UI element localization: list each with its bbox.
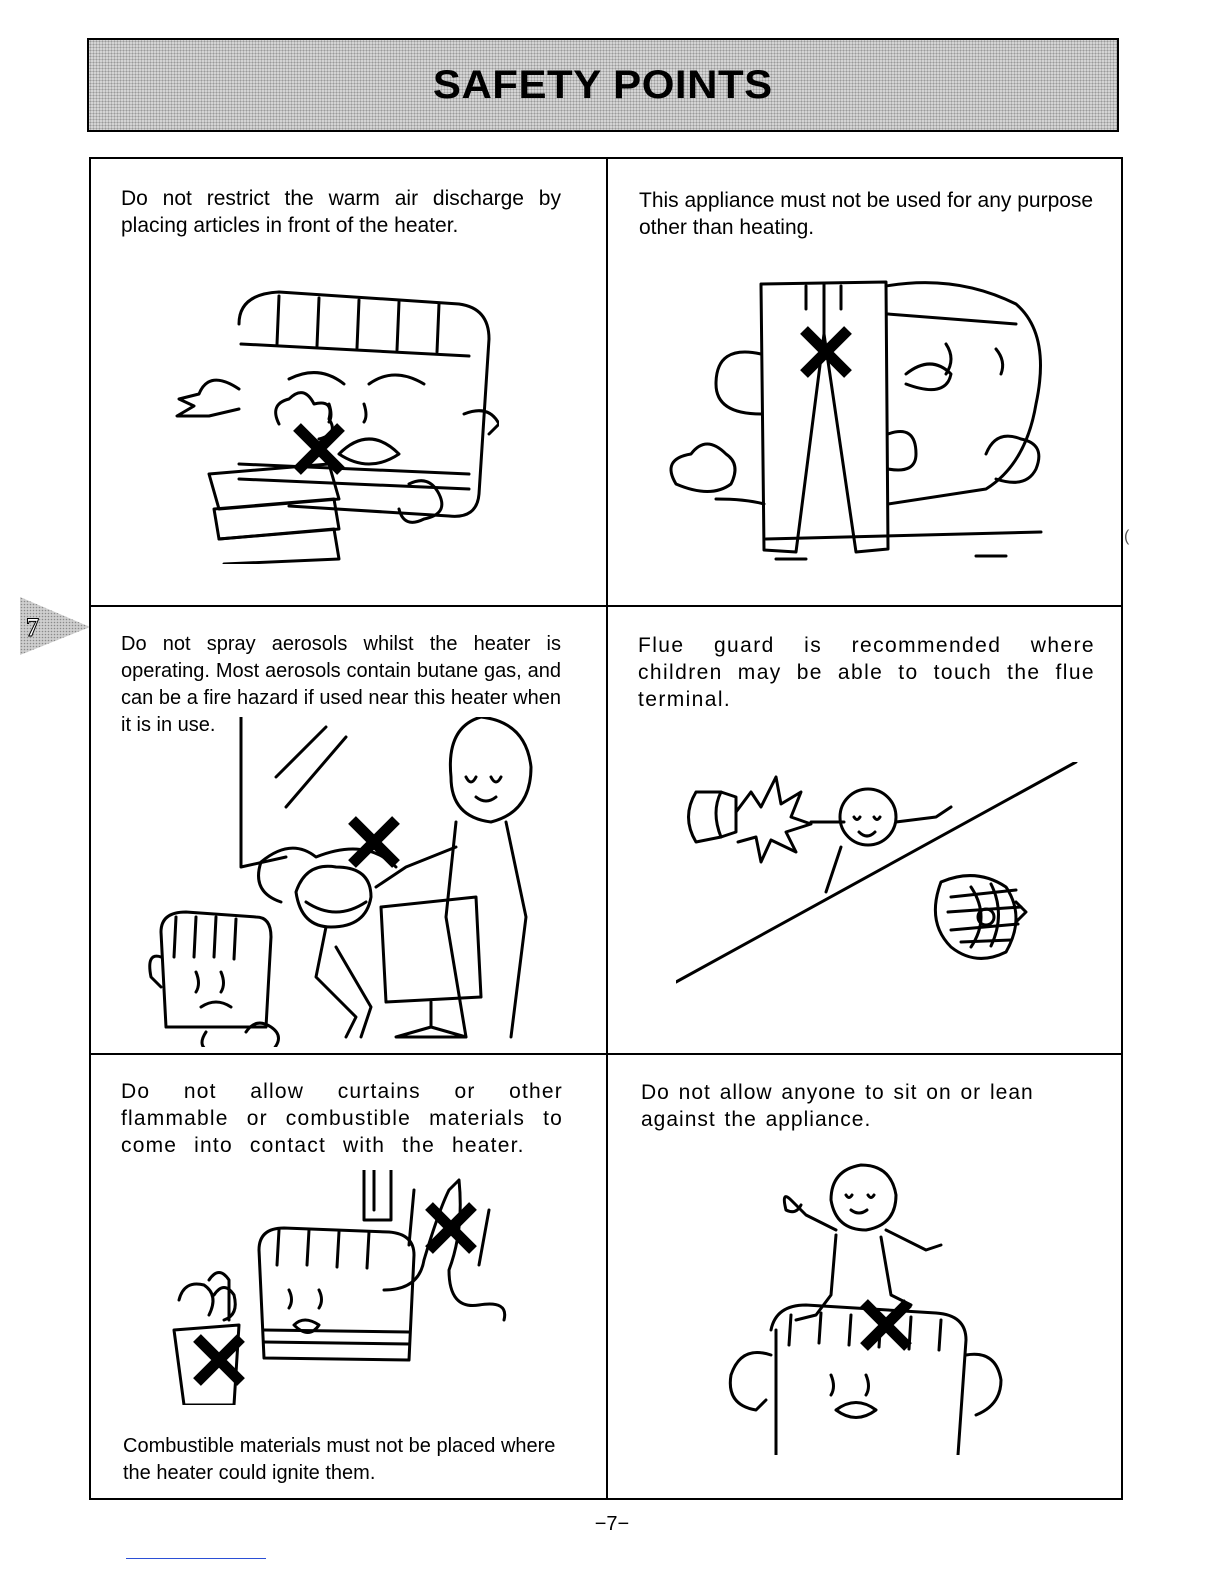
prohibited-x-icon [193, 1334, 245, 1386]
heater-drying-trousers-illustration [656, 274, 1056, 564]
safety-item-no-sitting: Do not allow anyone to sit on or lean ag… [608, 1055, 1123, 1500]
prohibited-x-icon [860, 1299, 912, 1351]
header-banner: SAFETY POINTS [87, 38, 1119, 132]
safety-item-text: Do not allow curtains or other flammable… [121, 1080, 563, 1157]
safety-item-text: This appliance must not be used for any … [639, 189, 1094, 239]
scan-underline-mark [126, 1558, 266, 1559]
child-touching-flue-terminal-illustration [676, 762, 1086, 992]
page-title: SAFETY POINTS [433, 62, 773, 107]
safety-item-text: Do not restrict the warm air discharge b… [121, 187, 561, 237]
section-tab-arrow-icon [20, 597, 90, 655]
grid-divider-row-1 [91, 605, 1121, 607]
heater-with-curtain-illustration [159, 1170, 509, 1405]
heater-blocked-by-books-illustration [169, 284, 499, 564]
safety-item-text: Flue guard is recommended where children… [638, 634, 1095, 711]
section-tab-number: 7 [26, 613, 40, 643]
prohibited-x-icon [348, 816, 400, 868]
grid-divider-row-2 [91, 1053, 1121, 1055]
prohibited-x-icon [425, 1202, 477, 1254]
safety-grid: Do not restrict the warm air discharge b… [89, 157, 1123, 1500]
safety-item-heating-only: This appliance must not be used for any … [608, 159, 1123, 605]
hairdresser-spraying-near-heater-illustration [146, 717, 546, 1047]
child-sitting-on-heater-illustration [696, 1155, 1046, 1455]
prohibited-x-icon [800, 326, 852, 378]
safety-item-caption: Combustible materials must not be placed… [123, 1435, 556, 1484]
prohibited-x-icon [293, 423, 345, 475]
grid-divider-vertical [606, 159, 608, 1498]
safety-item-curtains: Do not allow curtains or other flammable… [91, 1055, 606, 1500]
safety-item-text: Do not spray aerosols whilst the heater … [121, 633, 561, 736]
safety-item-aerosols: Do not spray aerosols whilst the heater … [91, 607, 606, 1053]
safety-item-flue-guard: Flue guard is recommended where children… [608, 607, 1123, 1053]
scan-mark: ( [1124, 528, 1130, 545]
safety-item-blocked-discharge: Do not restrict the warm air discharge b… [91, 159, 606, 605]
safety-item-text: Do not allow anyone to sit on or lean ag… [641, 1081, 1034, 1131]
page-number: −7− [594, 1513, 630, 1535]
